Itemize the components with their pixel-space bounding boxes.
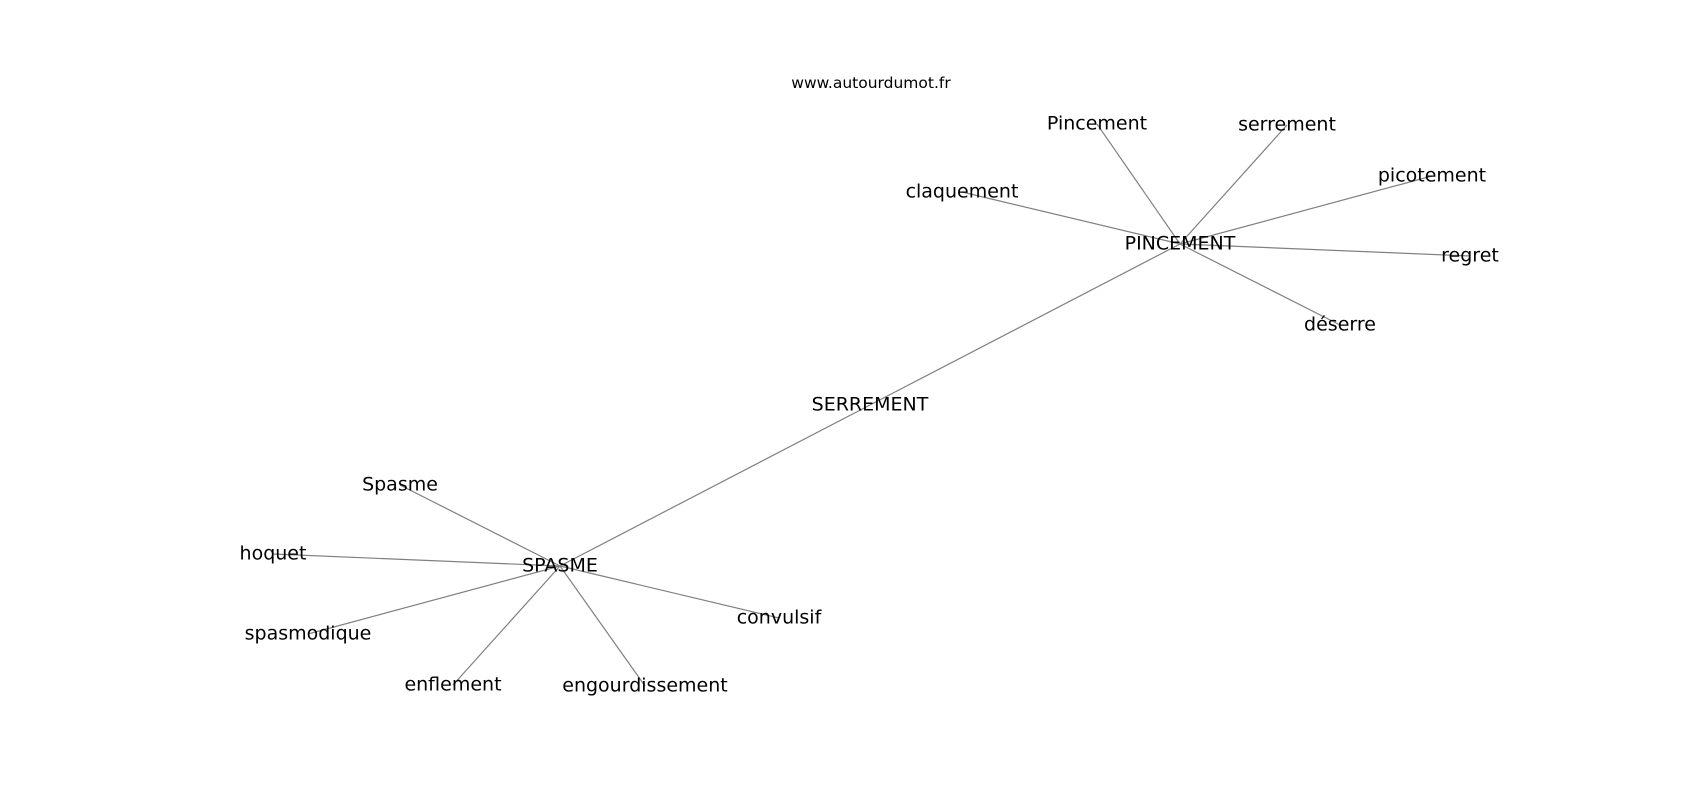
nodes-layer: SERREMENT PINCEMENT SPASME Pincement serreme… [240,113,1499,697]
edge-spasme-hub-convulsif [559,565,780,619]
watermark: www.autourdumot.fr [791,74,951,92]
node-label-engourdissement: engourdissement [562,675,727,697]
edge-pincement-hub-serrement [1179,124,1288,245]
node-label-spasme: Spasme [362,474,438,496]
node-label-claquement: claquement [906,181,1019,203]
edges-layer [272,123,1471,687]
node-label-regret: regret [1441,245,1499,267]
node-label-serrement-hub: SERREMENT [812,394,929,416]
edge-pincement-hub-pincement [1096,123,1181,245]
edge-spasme-hub-spasme [399,484,561,567]
node-label-spasmodique: spasmodique [245,623,372,645]
node-label-enflement: enflement [404,674,501,696]
node-label-picotement: picotement [1378,165,1486,187]
edge-spasme-hub-engourdissement [559,565,646,687]
edge-pincement-hub-deserre [1179,243,1341,326]
node-label-pincement: Pincement [1047,113,1147,135]
edge-pincement-hub-regret [1179,243,1471,257]
edge-pincement-hub-claquement [961,191,1181,245]
node-label-spasme-hub: SPASME [522,555,598,577]
node-label-convulsif: convulsif [737,607,823,629]
edge-spasme-hub-enflement [452,565,561,686]
edge-pincement-hub-picotement [1179,175,1433,245]
node-label-pincement-hub: PINCEMENT [1125,233,1236,255]
node-label-serrement: serrement [1238,114,1336,136]
edge-spasme-hub-spasmodique [307,565,561,635]
edge-spasme-hub-hoquet [272,553,561,567]
edge-serrement-hub-spasme-hub [559,404,871,567]
node-label-deserre: déserre [1304,314,1376,336]
node-label-hoquet: hoquet [240,543,307,565]
edge-serrement-hub-pincement-hub [869,243,1181,406]
